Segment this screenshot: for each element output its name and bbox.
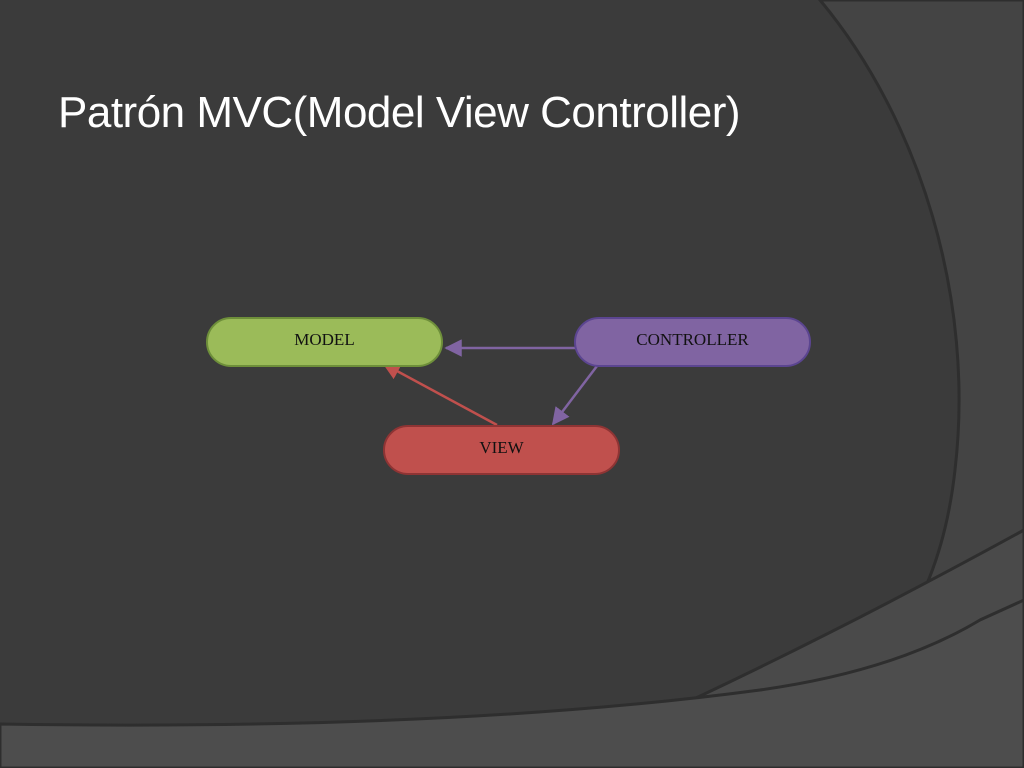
slide-title: Patrón MVC(Model View Controller) [58, 88, 741, 137]
node-controller-label: CONTROLLER [636, 330, 749, 349]
node-model: MODEL [206, 317, 443, 367]
node-view: VIEW [383, 425, 620, 475]
edge-view-to-model [382, 362, 498, 427]
node-view-label: VIEW [479, 438, 524, 457]
node-model-label: MODEL [294, 330, 355, 349]
bottom-band [0, 598, 1024, 768]
edge-controller-to-view [551, 365, 598, 426]
node-controller: CONTROLLER [574, 317, 811, 367]
